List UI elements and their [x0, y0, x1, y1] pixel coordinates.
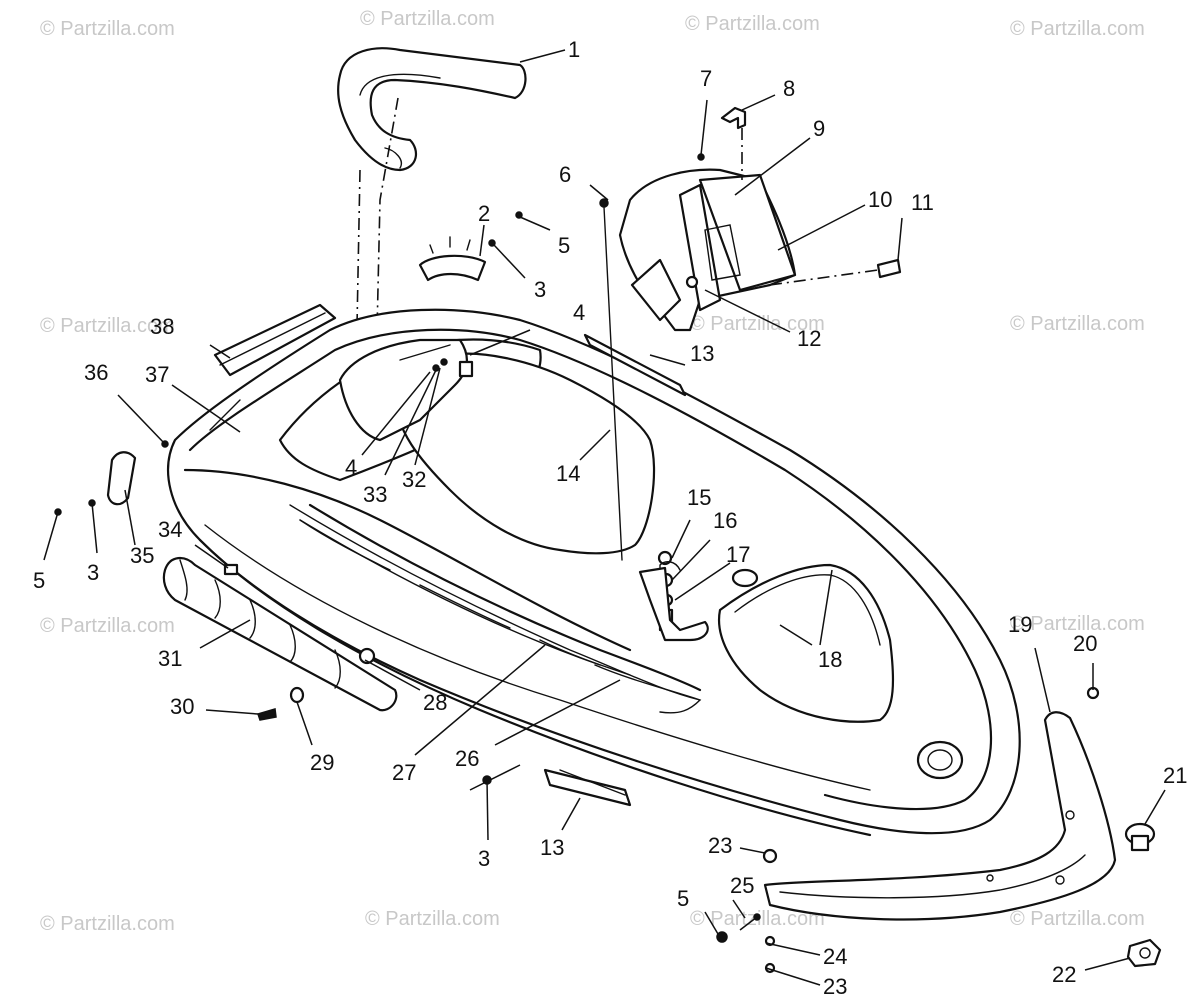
hull [167, 308, 1021, 837]
callout-28: 28 [423, 690, 447, 715]
callout-17: 17 [726, 542, 750, 567]
watermark: © Partzilla.com [1010, 313, 1145, 335]
watermark: © Partzilla.com [365, 908, 500, 930]
callout-7: 7 [700, 66, 712, 91]
callout-13: 13 [690, 341, 714, 366]
callout-19: 19 [1008, 612, 1032, 637]
callout-20: 20 [1073, 631, 1097, 656]
callout-23: 23 [708, 833, 732, 858]
callout-13: 13 [540, 835, 564, 860]
callout-14: 14 [556, 461, 580, 486]
pad-11 [876, 258, 902, 279]
dash-leaders [741, 128, 879, 286]
callout-33: 33 [363, 482, 387, 507]
rails-13 [543, 333, 687, 807]
instrument-cover [618, 168, 797, 332]
callout-23: 23 [823, 974, 847, 999]
callout-18: 18 [818, 647, 842, 672]
callout-30: 30 [170, 694, 194, 719]
callout-35: 35 [130, 543, 154, 568]
callout-32: 32 [402, 467, 426, 492]
callout-3: 3 [87, 560, 99, 585]
callout-22: 22 [1052, 962, 1076, 987]
callout-leaders [43, 49, 1166, 986]
callout-12: 12 [797, 326, 821, 351]
callout-1: 1 [568, 37, 580, 62]
callout-27: 27 [392, 760, 416, 785]
watermark: © Partzilla.com [1010, 18, 1145, 40]
callout-34: 34 [158, 517, 182, 542]
callout-31: 31 [158, 646, 182, 671]
callout-10: 10 [868, 187, 892, 212]
watermark: © Partzilla.com [1010, 613, 1145, 635]
badge-2 [418, 236, 487, 282]
callout-4: 4 [345, 455, 357, 480]
callout-6: 6 [559, 162, 571, 187]
callout-5: 5 [677, 886, 689, 911]
callout-37: 37 [145, 362, 169, 387]
watermark: © Partzilla.com [40, 18, 175, 40]
callout-21: 21 [1163, 763, 1187, 788]
watermark: © Partzilla.com [690, 313, 825, 335]
rub-rail-38 [213, 303, 337, 377]
callout-3: 3 [534, 277, 546, 302]
bracket-17 [638, 566, 709, 642]
callouts: 1 2 3 3 3 4 4 5 5 5 6 7 8 9 10 11 12 13 … [33, 37, 1187, 999]
callout-9: 9 [813, 116, 825, 141]
callout-36: 36 [84, 360, 108, 385]
bumper-31 [162, 557, 398, 721]
callout-5: 5 [33, 568, 45, 593]
watermark: © Partzilla.com [360, 8, 495, 30]
callout-38: 38 [150, 314, 174, 339]
callout-24: 24 [823, 944, 847, 969]
callout-26: 26 [455, 746, 479, 771]
nose-bumper-19 [763, 711, 1117, 921]
watermark: © Partzilla.com [40, 615, 175, 637]
callout-29: 29 [310, 750, 334, 775]
watermark: © Partzilla.com [685, 13, 820, 35]
watermark: © Partzilla.com [1010, 908, 1145, 930]
callout-15: 15 [687, 485, 711, 510]
callout-5: 5 [558, 233, 570, 258]
callout-8: 8 [783, 76, 795, 101]
watermark: © Partzilla.com [40, 913, 175, 935]
grip-35 [106, 451, 137, 506]
callout-11: 11 [911, 190, 934, 215]
clip-8 [720, 106, 747, 130]
callout-4: 4 [573, 300, 585, 325]
callout-2: 2 [478, 201, 490, 226]
callout-3: 3 [478, 846, 490, 871]
watermark: © Partzilla.com [40, 315, 175, 337]
callout-16: 16 [713, 508, 737, 533]
fittings-21-22 [1124, 822, 1162, 968]
callout-25: 25 [730, 873, 754, 898]
